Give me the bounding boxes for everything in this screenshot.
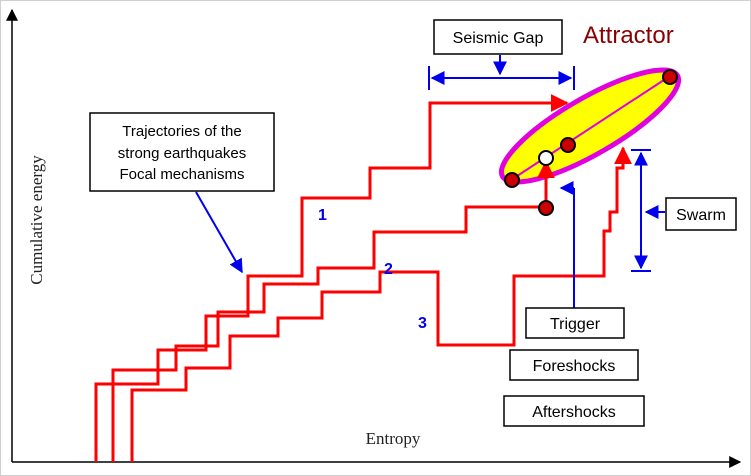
swarm-label: Swarm [676,207,726,224]
trajectory-1-path [94,94,569,462]
attractor-node-middle [560,137,576,153]
attractor-node-open [538,150,554,166]
trajectories-label-line3: Focal mechanisms [119,166,244,183]
trigger-label: Trigger [550,316,601,333]
trajectory-label-2: 2 [384,261,393,278]
trajectories-pointer [195,191,243,274]
trajectories-box [89,112,275,192]
attractor-node-lower [504,172,520,188]
foreshocks-box [509,349,639,381]
attractor-node-upper [662,69,678,85]
trajectory-3-path [130,146,632,462]
foreshocks-label: Foreshocks [533,358,616,375]
seismic-gap-box [433,19,563,55]
trajectory-2-end-node [538,200,554,216]
y-axis-label: Cumulative energy [27,155,46,285]
swarm-box [665,197,737,231]
trajectory-label-3: 3 [418,315,427,332]
aftershocks-box [503,395,645,427]
attractor-title: Attractor [583,22,674,49]
trajectory-2-path [111,160,555,462]
seismic-gap-label: Seismic Gap [453,30,544,47]
aftershocks-label: Aftershocks [532,404,616,421]
trajectories-label-line2: strong earthquakes [118,145,246,162]
x-axis-label: Entropy [366,429,421,448]
trajectories-label-line1: Trajectories of the [122,123,242,140]
trajectory-label-1: 1 [318,207,327,224]
trigger-box [525,307,625,339]
